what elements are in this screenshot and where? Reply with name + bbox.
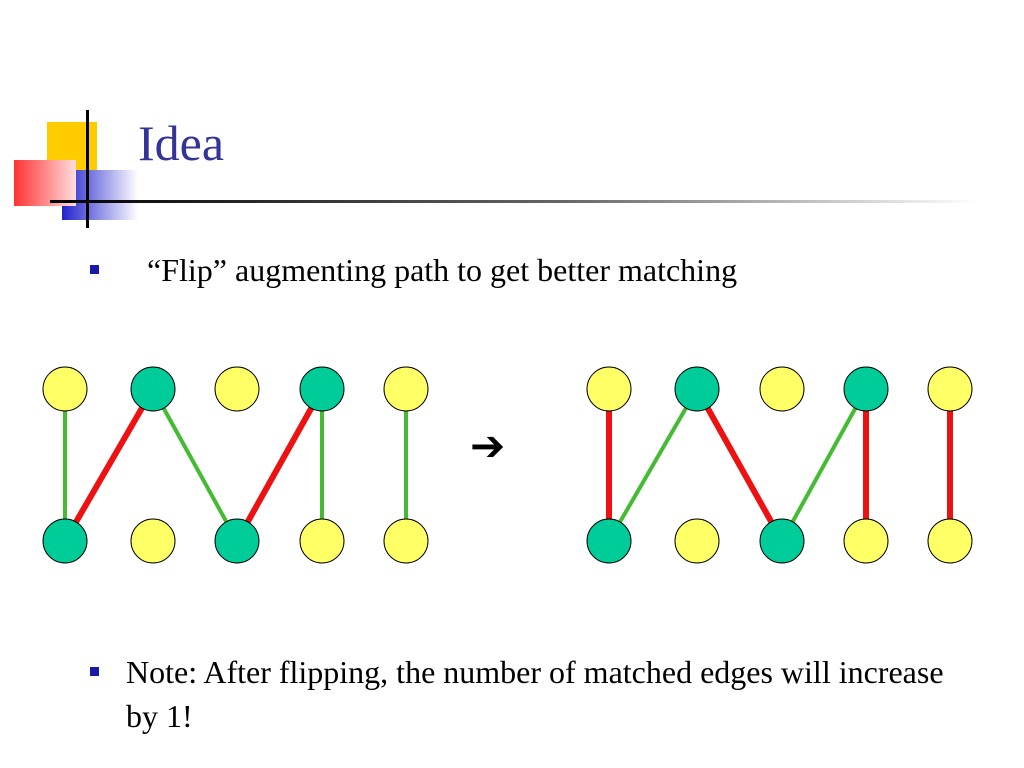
matched-vertex-after-top-1 [674,366,720,412]
red-square [14,160,76,206]
right-arrow-icon: ➔ [470,421,506,470]
matched-edge-after-2 [694,387,785,543]
matched-vertex-before-bottom-0 [42,518,88,564]
bullet-square-icon [90,667,99,676]
bullet-item-2: Note: After flipping, the number of matc… [90,650,970,738]
graph-after [586,366,973,564]
matched-vertex-before-bottom-2 [214,518,260,564]
free-vertex-before-bottom-1 [130,518,176,564]
unmatched-edge-after-1 [607,387,699,543]
matched-edge-before-1 [62,387,156,543]
slide-title: Idea [138,115,225,171]
free-vertex-after-top-2 [759,366,805,412]
free-vertex-after-bottom-4 [927,518,973,564]
free-vertex-before-bottom-4 [383,518,429,564]
bullet-text-1: “Flip” augmenting path to get better mat… [147,252,738,288]
bullet-square-icon [90,265,99,274]
free-vertex-after-bottom-3 [843,518,889,564]
unmatched-edge-before-2 [151,388,239,542]
free-vertex-before-top-4 [383,366,429,412]
free-vertex-before-top-0 [42,366,88,412]
free-vertex-after-top-4 [927,366,973,412]
title-decoration [14,110,980,228]
free-vertex-before-top-2 [214,366,260,412]
matched-vertex-after-bottom-2 [759,518,805,564]
graph-before [42,366,429,564]
matched-vertex-before-top-3 [299,366,345,412]
vertical-rule [86,110,89,228]
free-vertex-before-bottom-3 [299,518,345,564]
unmatched-edge-after-3 [780,388,868,542]
matched-vertex-after-bottom-0 [586,518,632,564]
matching-diagram [42,366,973,564]
matched-vertex-before-top-1 [130,366,176,412]
bullet-text-2: Note: After flipping, the number of matc… [126,654,944,734]
free-vertex-after-top-0 [586,366,632,412]
matched-edge-before-3 [234,387,325,543]
title-underline [50,200,980,203]
free-vertex-after-bottom-1 [674,518,720,564]
matched-vertex-after-top-3 [843,366,889,412]
